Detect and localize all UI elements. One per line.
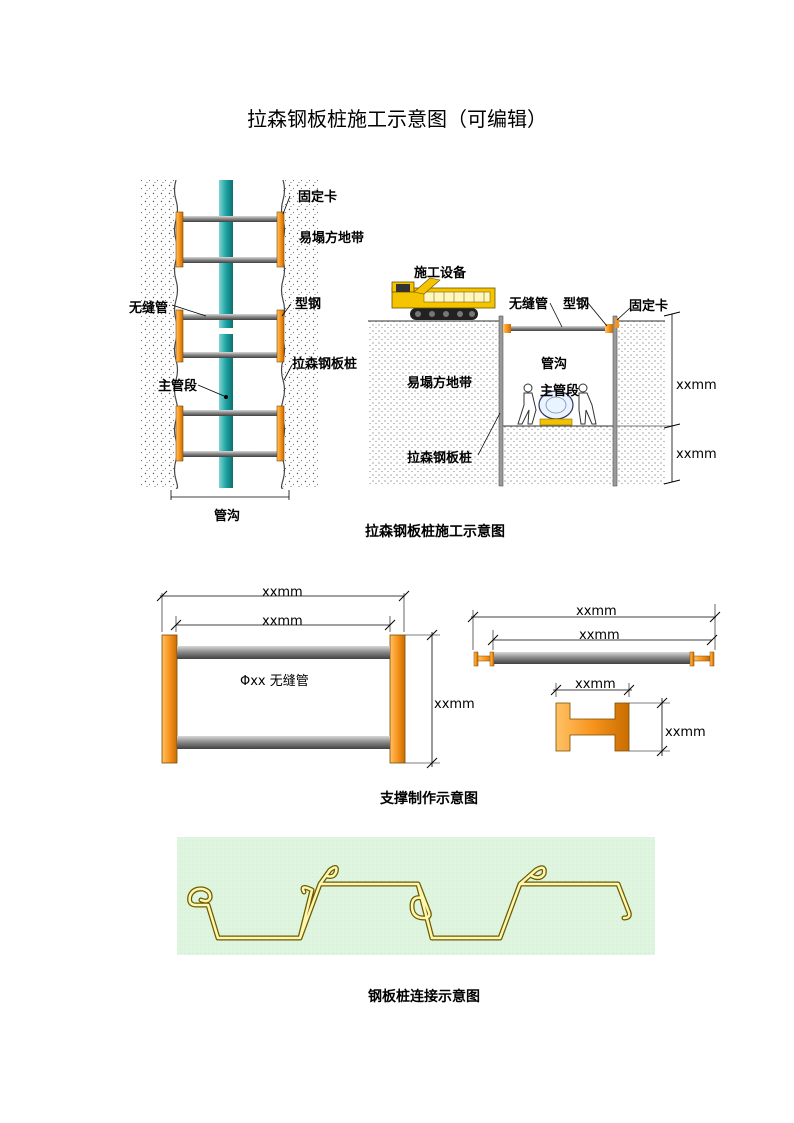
label-fixed-clip-left: 固定卡 xyxy=(298,190,338,205)
label-pipe-spec: Φxx 无缝管 xyxy=(240,674,309,689)
label-larsen-pile-left: 拉森钢板桩 xyxy=(292,357,358,372)
label-main-pipe-right: 主管段 xyxy=(540,384,580,399)
label-equipment: 施工设备 xyxy=(414,266,467,281)
ground-right xyxy=(615,321,665,486)
section-steel-plates xyxy=(175,211,285,462)
dim-pipe-outer: xxmm xyxy=(576,604,617,619)
dim-frame-outer: xxmm xyxy=(262,585,303,600)
fig1-left-plan xyxy=(140,179,319,500)
workers xyxy=(517,383,597,425)
label-easy-collapse-right: 易塌方地带 xyxy=(407,376,473,391)
label-section-steel-left: 型钢 xyxy=(295,297,322,312)
figure1-caption: 拉森钢板桩施工示意图 xyxy=(365,524,505,540)
dim-frame-inner: xxmm xyxy=(262,614,303,629)
figure2-caption: 支撑制作示意图 xyxy=(380,791,478,807)
fig2-pipe-detail xyxy=(467,604,721,667)
dim-frame-height: xxmm xyxy=(434,697,475,712)
ground-left xyxy=(368,321,501,486)
label-seamless-pipe-right: 无缝管 xyxy=(509,297,549,312)
label-trench-left: 管沟 xyxy=(214,509,241,524)
soil-right-strip xyxy=(283,180,319,488)
fig3-interlock xyxy=(177,837,655,955)
pile-left xyxy=(498,315,504,487)
dim-ibeam-height: xxmm xyxy=(665,725,706,740)
ground-bottom xyxy=(501,426,615,486)
dim-upper: xxmm xyxy=(676,378,717,393)
label-fixed-clip-right: 固定卡 xyxy=(629,299,669,314)
cross-pipes xyxy=(183,216,278,457)
figure3-caption: 钢板桩连接示意图 xyxy=(368,989,480,1005)
label-larsen-pile-right: 拉森钢板桩 xyxy=(407,451,473,466)
construction-equipment xyxy=(391,277,496,320)
page-title: 拉森钢板桩施工示意图（可编辑） xyxy=(247,107,547,131)
dim-pipe-inner: xxmm xyxy=(579,628,620,643)
label-trench-right: 管沟 xyxy=(541,357,568,372)
fig2-ibeam xyxy=(550,683,670,757)
dim-ibeam-width: xxmm xyxy=(575,677,616,692)
soil-left-strip xyxy=(140,180,176,488)
pile-right xyxy=(612,315,618,487)
label-section-steel-right: 型钢 xyxy=(563,297,590,312)
strut-pipe xyxy=(509,326,607,331)
label-main-pipe-left: 主管段 xyxy=(158,379,198,394)
fig2-frame xyxy=(156,590,440,769)
dim-lower: xxmm xyxy=(676,447,717,462)
label-easy-collapse-left: 易塌方地带 xyxy=(299,231,365,246)
fig1-right-section xyxy=(368,277,681,487)
label-seamless-pipe-left: 无缝管 xyxy=(129,301,169,316)
